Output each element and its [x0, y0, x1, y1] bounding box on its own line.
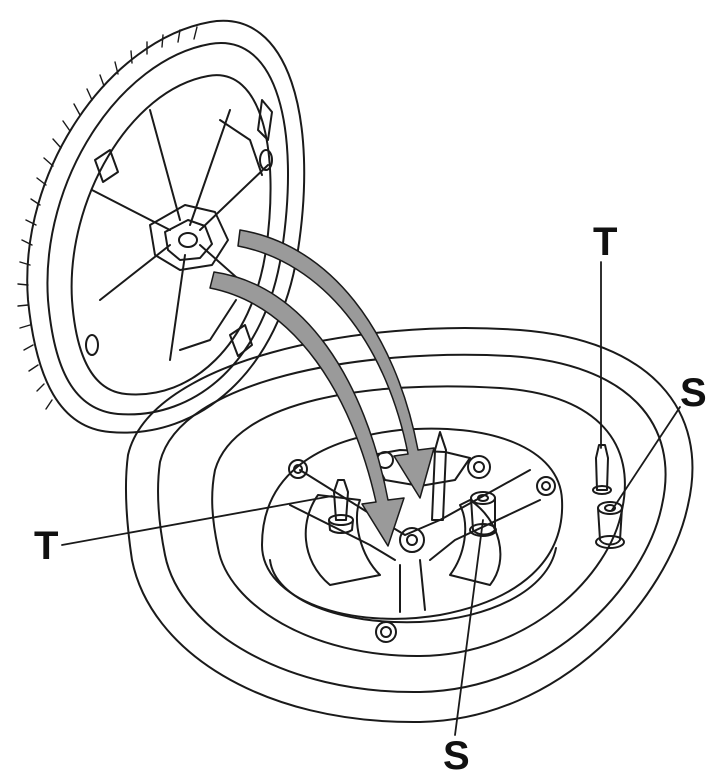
- leader-t-left: [61, 495, 333, 546]
- mounting-bracket: [261, 427, 564, 643]
- leader-lines: [61, 261, 681, 736]
- callout-t-left: T: [34, 524, 59, 568]
- callout-t-right: T: [593, 220, 618, 264]
- callout-s-right: S: [680, 371, 707, 415]
- fixture-disc: [17, 19, 306, 434]
- callout-s-bottom: S: [443, 734, 470, 778]
- placement-arrows: [209, 229, 435, 547]
- screw-post-s-right: [595, 501, 625, 549]
- stud-t-right: [592, 444, 612, 495]
- screw-post-s-center: [469, 491, 497, 537]
- arrow-upper: [237, 229, 435, 499]
- arrow-lower: [209, 271, 405, 547]
- stud-t-left: [328, 479, 354, 534]
- leader-s-bottom: [454, 519, 484, 736]
- leader-s-right: [611, 406, 681, 511]
